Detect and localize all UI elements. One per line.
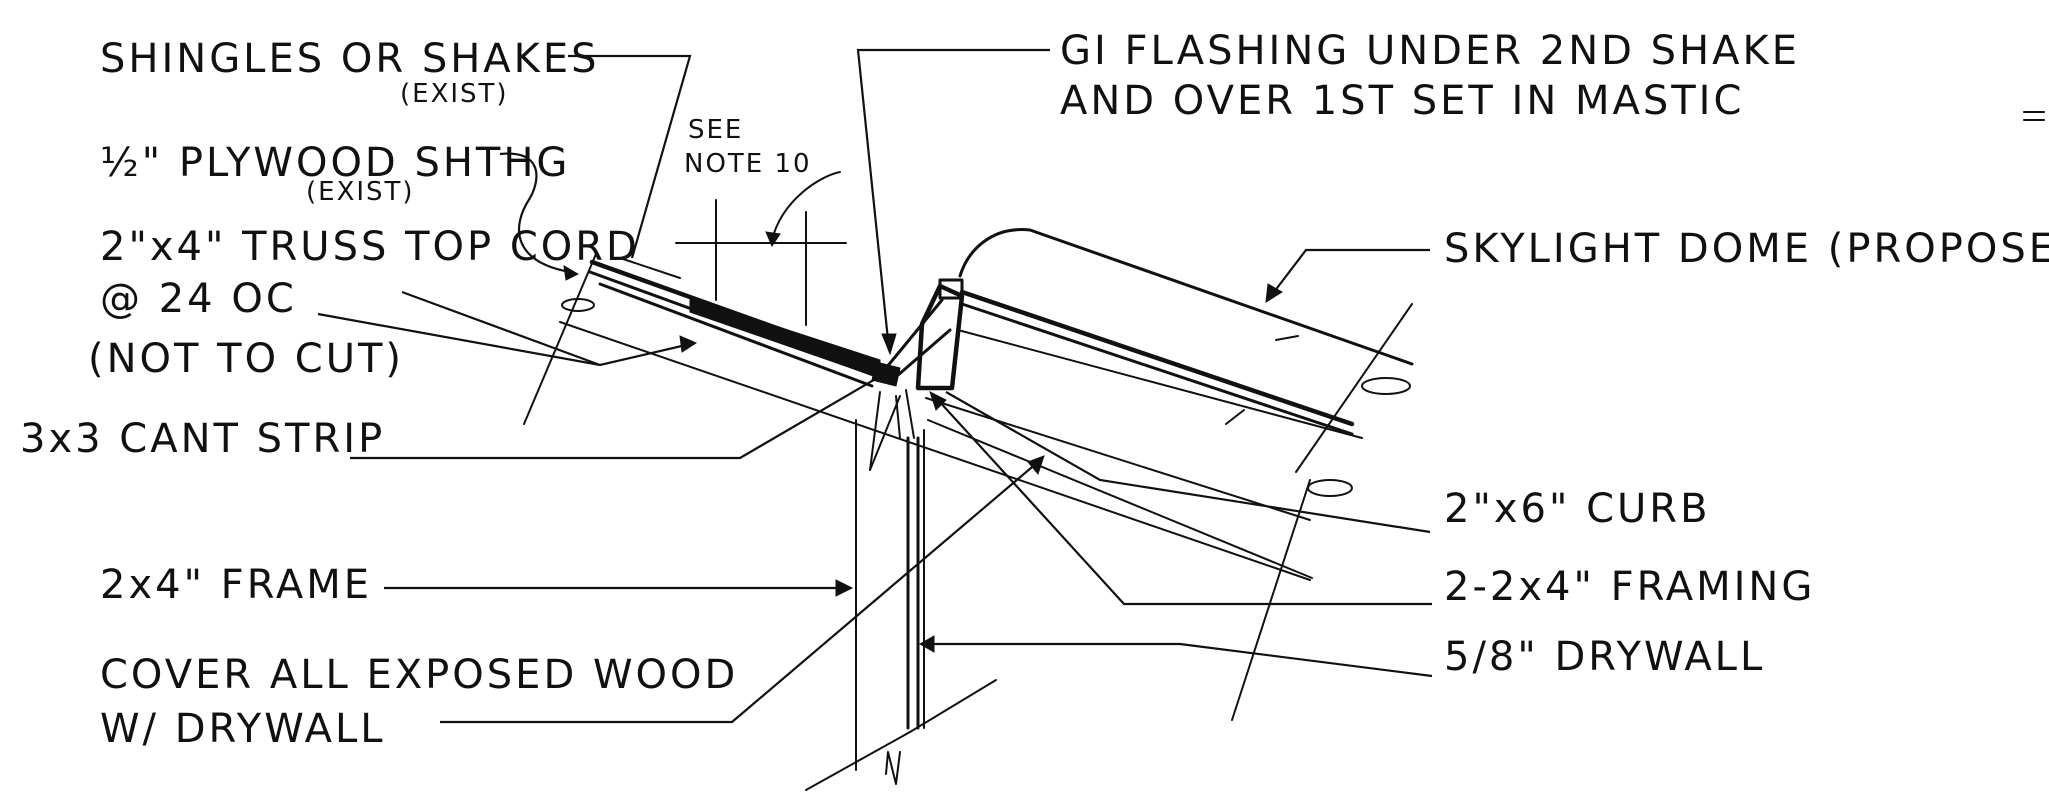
bottom-cut-line-left: [805, 731, 911, 791]
shingle-edge: [619, 257, 681, 279]
label-curb: 2"x6" CURB: [1444, 486, 1711, 532]
leader-cover: [440, 461, 1039, 724]
leader-flashing: [856, 48, 1050, 341]
dome-glazing-line: [957, 329, 1363, 439]
label-truss-line3: (NOT TO CUT): [88, 336, 404, 382]
break-mark-left: [561, 298, 595, 312]
label-cover-line2: W/ DRYWALL: [100, 706, 386, 752]
arrow-plywood: [563, 265, 580, 281]
skylight-curb: [869, 278, 965, 471]
cant-strip-lower-left: [869, 391, 881, 471]
arrow-cover: [1027, 455, 1045, 476]
see-note-leader: [771, 171, 841, 241]
label-flashing-line1: GI FLASHING UNDER 2ND SHAKE: [1060, 28, 1800, 74]
curb-diagonal-2: [888, 328, 952, 384]
roof-layers-hatch: [689, 297, 881, 379]
break-mark-right-upper: [1361, 377, 1411, 395]
cut-line-right-upper: [1295, 303, 1413, 473]
leader-shingles: [568, 54, 692, 259]
cut-line-right-lower: [1231, 479, 1311, 721]
truss-bottom-line: [559, 321, 1311, 581]
sheet-edge-mark: [2023, 111, 2045, 121]
labels: SHINGLES OR SHAKES (EXIST) ½" PLYWOOD SH…: [20, 28, 2049, 752]
label-drywall: 5/8" DRYWALL: [1444, 634, 1765, 680]
label-plywood-exist: (EXIST): [306, 177, 415, 207]
bottom-cut-line-right: [909, 679, 997, 733]
arrow-truss: [679, 335, 698, 353]
label-cover-line1: COVER ALL EXPOSED WOOD: [100, 652, 738, 698]
ceiling-line-lower: [927, 419, 1313, 579]
label-plywood: ½" PLYWOOD SHTHG: [100, 140, 570, 186]
leaders: [317, 48, 1433, 724]
leader-framing: [937, 399, 1432, 606]
leader-skylight: [1273, 248, 1430, 293]
dome-tick-mark-2: [1225, 409, 1245, 425]
skylight-dome: [957, 228, 1414, 473]
leader-plywood: [499, 152, 571, 274]
label-shingles: SHINGLES OR SHAKES: [100, 36, 600, 82]
interior-framing: [805, 397, 1353, 791]
curb-2x6: [915, 283, 965, 391]
see-note-arrowhead: [765, 231, 781, 248]
label-skylight: SKYLIGHT DOME (PROPOSED): [1444, 226, 2049, 272]
break-mark-right-lower: [1307, 479, 1353, 497]
dome-tick-mark: [1275, 335, 1299, 341]
arrow-drywall: [918, 635, 935, 653]
label-truss-line1: 2"x4" TRUSS TOP CORD: [100, 224, 640, 270]
label-frame: 2x4" FRAME: [100, 562, 372, 608]
label-cant-strip: 3x3 CANT STRIP: [20, 416, 385, 462]
roof-assembly: [523, 253, 1311, 581]
label-see-note-line2: NOTE 10: [684, 149, 812, 179]
roof-sheathing-bottom: [598, 282, 874, 388]
cut-line-left: [523, 253, 597, 425]
cant-strip-diagonal: [869, 395, 901, 471]
dome-frame-bottom: [960, 302, 1354, 436]
arrow-framing: [929, 391, 947, 411]
ceiling-line-upper: [925, 397, 1311, 521]
cant-strip-edge: [905, 389, 915, 439]
leader-drywall: [924, 642, 1433, 678]
dome-frame-top: [959, 289, 1355, 427]
curb-diagonal-1: [884, 298, 944, 370]
label-flashing-line2: AND OVER 1ST SET IN MASTIC: [1060, 78, 1744, 124]
dome-outline: [958, 228, 1414, 366]
frame-break-mark: [885, 751, 901, 785]
see-note-dimension: [675, 171, 847, 326]
arrow-skylight: [1265, 283, 1283, 303]
arrow-frame: [835, 579, 854, 597]
label-shingles-exist: (EXIST): [400, 79, 509, 109]
cant-strip-block: [871, 361, 901, 387]
label-framing: 2-2x4" FRAMING: [1444, 564, 1815, 610]
leader-curb: [945, 391, 1431, 534]
arrow-flashing: [881, 333, 897, 356]
label-truss-line2: @ 24 OC: [100, 276, 297, 322]
leader-cant-strip: [350, 373, 885, 460]
leader-truss-secondary: [401, 290, 601, 367]
label-see-note-line1: SEE: [688, 115, 743, 145]
